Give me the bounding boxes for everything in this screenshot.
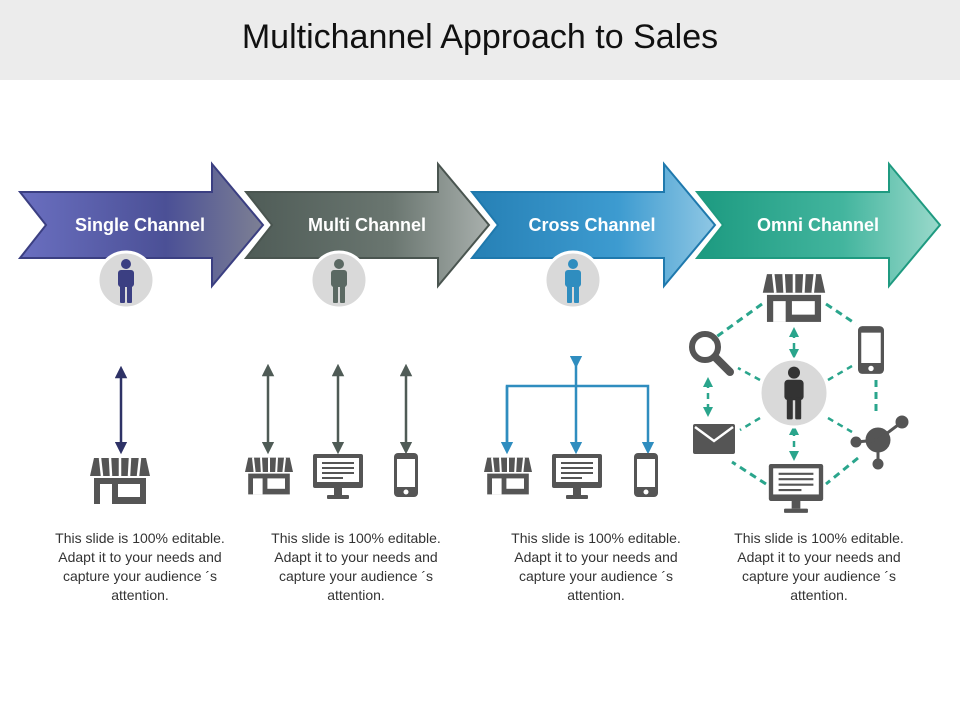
monitor-icon <box>552 454 602 500</box>
description-single-channel: This slide is 100% editable. Adapt it to… <box>55 530 225 603</box>
person-badge-cross <box>543 250 603 310</box>
page-title: Multichannel Approach to Sales <box>241 18 719 56</box>
envelope-icon <box>692 424 736 454</box>
phone-icon <box>858 326 884 374</box>
title-bar <box>0 0 960 80</box>
description-omni-channel: This slide is 100% editable. Adapt it to… <box>734 530 904 603</box>
magnifier-icon <box>692 334 730 372</box>
phone-icon <box>634 453 658 497</box>
omni-dashed-ring <box>711 302 878 486</box>
network-icon <box>850 414 910 470</box>
label-cross-channel: Cross Channel <box>528 215 655 235</box>
arrow-omni-channel <box>694 161 942 289</box>
arrow-multi-channel <box>243 161 491 289</box>
arrow-single-channel <box>17 161 265 289</box>
person-badge-single <box>96 250 156 310</box>
description-cross-channel: This slide is 100% editable. Adapt it to… <box>511 530 681 603</box>
store-icon <box>244 456 294 496</box>
phone-icon <box>394 453 418 497</box>
label-omni-channel: Omni Channel <box>757 215 879 235</box>
connector-cross <box>500 355 655 455</box>
description-multi-channel: This slide is 100% editable. Adapt it to… <box>271 530 441 603</box>
person-badge-multi <box>309 250 369 310</box>
monitor-icon <box>313 454 363 500</box>
arrow-cross-channel <box>469 161 717 289</box>
store-icon <box>762 272 826 324</box>
label-multi-channel: Multi Channel <box>308 215 426 235</box>
label-single-channel: Single Channel <box>75 215 205 235</box>
monitor-icon <box>768 464 824 514</box>
store-icon <box>90 456 150 506</box>
store-icon <box>483 456 533 496</box>
omni-spokes <box>703 327 853 461</box>
